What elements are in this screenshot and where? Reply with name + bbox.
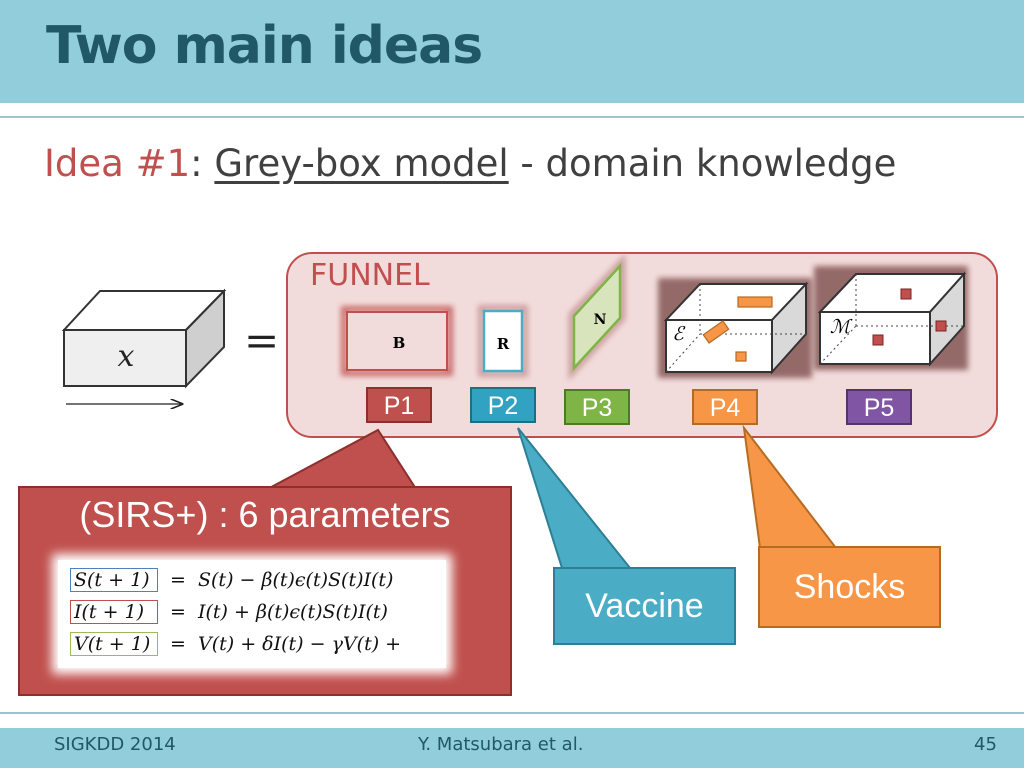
- param-tag-p2: P2: [470, 387, 536, 423]
- param-tag-p1: P1: [366, 387, 432, 423]
- funnel-label: FUNNEL: [310, 258, 430, 293]
- input-tensor-box: [61, 288, 227, 389]
- shape-r-label: R: [497, 335, 510, 353]
- equation-equals: =: [170, 633, 186, 655]
- slide-title: Two main ideas: [46, 16, 483, 76]
- sirs-callout-tail: [261, 428, 420, 493]
- shocks-callout: Shocks: [758, 546, 941, 628]
- footer-bar: [0, 728, 1024, 768]
- equations-panel: S(t + 1) = S(t) − β(t)ϵ(t)S(t)I(t) I(t + 1…: [58, 560, 446, 668]
- equation-rhs: S(t) − β(t)ϵ(t)S(t)I(t): [198, 569, 394, 591]
- footer-page-number: 45: [974, 734, 997, 755]
- shape-m-cube: [814, 266, 968, 370]
- idea-label: Idea #1: [44, 142, 191, 185]
- input-symbol: x: [118, 339, 135, 374]
- equation-rhs: V(t) + δI(t) − γV(t) +: [198, 633, 402, 655]
- param-tag-p3: P3: [564, 389, 630, 425]
- idea-subtitle: Idea #1: Grey-box model - domain knowled…: [44, 142, 896, 185]
- footer-authors: Y. Matsubara et al.: [418, 734, 584, 755]
- vaccine-callout: Vaccine: [553, 567, 736, 645]
- shape-n-label: N: [594, 312, 607, 328]
- equation-row-v: V(t + 1) = V(t) + δI(t) − γV(t) +: [70, 632, 401, 660]
- bottom-divider: [0, 712, 1024, 714]
- equation-equals: =: [170, 601, 186, 623]
- vaccine-callout-tail: [517, 427, 633, 569]
- equation-lhs: S(t + 1): [70, 568, 158, 592]
- grey-box-model-label: Grey-box model: [214, 142, 509, 185]
- param-tag-p5: P5: [846, 389, 912, 425]
- equals-sign: =: [244, 316, 280, 365]
- equation-rhs: I(t) + β(t)ϵ(t)S(t)I(t): [198, 601, 388, 623]
- shape-r: [478, 305, 528, 377]
- param-tag-p4: P4: [692, 389, 758, 425]
- equation-row-s: S(t + 1) = S(t) − β(t)ϵ(t)S(t)I(t): [70, 568, 393, 596]
- equation-lhs: I(t + 1): [70, 600, 158, 624]
- shocks-callout-tail: [742, 424, 839, 549]
- shape-n: [568, 253, 626, 381]
- shape-m-label: ℳ: [830, 316, 853, 338]
- shape-b: [341, 306, 453, 376]
- shape-e-cube: [658, 278, 812, 378]
- equation-lhs: V(t + 1): [70, 632, 158, 656]
- idea-colon: :: [190, 142, 215, 185]
- sirs-callout-title: (SIRS+) : 6 parameters: [79, 494, 451, 535]
- top-divider: [0, 116, 1024, 118]
- equation-equals: =: [170, 569, 186, 591]
- shape-b-label: B: [393, 334, 406, 352]
- idea-description: - domain knowledge: [508, 142, 897, 185]
- equation-row-i: I(t + 1) = I(t) + β(t)ϵ(t)S(t)I(t): [70, 600, 388, 628]
- header-bar: [0, 0, 1024, 103]
- footer-conference: SIGKDD 2014: [54, 734, 176, 755]
- shape-e-label: ℰ: [672, 323, 686, 345]
